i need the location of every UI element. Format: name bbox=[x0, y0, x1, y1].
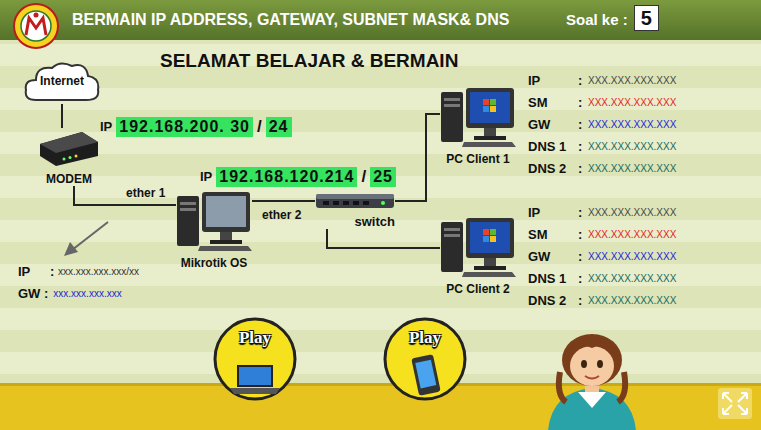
field-colon: : bbox=[578, 73, 582, 89]
field-name: DNS 2 bbox=[528, 161, 566, 177]
field-name: SM bbox=[528, 95, 548, 111]
node-label: Play bbox=[382, 316, 468, 348]
play-button: Play bbox=[212, 316, 298, 402]
band-edge bbox=[0, 383, 761, 386]
fullscreen-icon bbox=[718, 388, 752, 419]
prefix-slash: / bbox=[361, 167, 366, 187]
client-computer: PC Client 1 bbox=[440, 86, 516, 166]
ip-value: 192.168.200. 30 bbox=[116, 117, 253, 137]
question-number: 5 bbox=[634, 5, 659, 31]
field-colon: : bbox=[578, 227, 582, 243]
network-cable bbox=[395, 114, 440, 201]
field-value: XXX.XXX.XXX.XXX bbox=[588, 97, 676, 109]
field-name: IP bbox=[100, 119, 112, 135]
sw-icon bbox=[315, 192, 395, 214]
girl-character bbox=[548, 334, 636, 430]
field-name: GW bbox=[528, 117, 550, 133]
field-value: XXX.XXX.XXX.XXX bbox=[588, 229, 676, 241]
field-name: DNS 2 bbox=[528, 293, 566, 309]
field-value: XXX.XXX.XXX.XXX bbox=[588, 295, 676, 307]
port-name: ether 1 bbox=[126, 186, 165, 200]
field-value: XXX.XXX.XXX.XXX bbox=[588, 207, 676, 219]
field-colon: : bbox=[50, 264, 54, 280]
mik-icon bbox=[176, 190, 252, 256]
ip-value: 192.168.120.214 bbox=[216, 167, 357, 187]
field-colon: : bbox=[578, 95, 582, 111]
field-name: IP bbox=[528, 205, 540, 221]
field-name: GW bbox=[528, 249, 550, 265]
field-value: XXX.XXX.XXX.XXX bbox=[588, 141, 676, 153]
node-label: PC Client 1 bbox=[440, 152, 516, 166]
client-computer: PC Client 2 bbox=[440, 216, 516, 296]
field-name: SM bbox=[528, 227, 548, 243]
network-cable bbox=[252, 200, 315, 202]
field-name: IP bbox=[200, 169, 212, 185]
prefix-value: 24 bbox=[266, 117, 292, 137]
title-text: BERMAIN IP ADDRESS, GATEWAY, SUBNET MASK… bbox=[72, 10, 509, 29]
field-value: XXX.XXX.XXX.XXX bbox=[588, 75, 676, 87]
field-value: xxx.xxx.xxx.xxx/xx bbox=[58, 266, 139, 278]
router-computer: Mikrotik OS bbox=[176, 190, 252, 270]
field-colon: : bbox=[578, 249, 582, 265]
field-name: IP bbox=[18, 264, 30, 280]
node-label: Play bbox=[212, 316, 298, 348]
field-value: XXX.XXX.XXX.XXX bbox=[588, 273, 676, 285]
network-switch: switch bbox=[315, 192, 395, 229]
field-colon: : bbox=[578, 161, 582, 177]
field-colon: : bbox=[578, 139, 582, 155]
field-value: xxx.xxx.xxx.xxx bbox=[53, 288, 121, 300]
node-label: switch bbox=[315, 214, 395, 229]
field-name: GW : bbox=[18, 286, 48, 302]
question-label: Soal ke : bbox=[566, 11, 628, 29]
field-value: XXX.XXX.XXX.XXX bbox=[588, 163, 676, 175]
network-cable bbox=[327, 229, 440, 248]
node-label: MODEM bbox=[38, 172, 100, 186]
internet-cloud: Internet bbox=[22, 60, 102, 104]
port-name: ether 2 bbox=[262, 208, 301, 222]
field-value: XXX.XXX.XXX.XXX bbox=[588, 251, 676, 263]
field-colon: : bbox=[578, 271, 582, 287]
field-name: DNS 1 bbox=[528, 271, 566, 287]
field-value: XXX.XXX.XXX.XXX bbox=[588, 119, 676, 131]
node-label: Internet bbox=[22, 60, 102, 88]
pc-icon bbox=[440, 86, 516, 152]
field-colon: : bbox=[578, 293, 582, 309]
modem-icon bbox=[38, 128, 100, 172]
field-colon: : bbox=[578, 117, 582, 133]
node-label: PC Client 2 bbox=[440, 282, 516, 296]
field-colon: : bbox=[578, 205, 582, 221]
node-label: Mikrotik OS bbox=[176, 256, 252, 270]
network-cable bbox=[74, 186, 176, 205]
header-bar bbox=[0, 0, 761, 40]
modem-device: MODEM bbox=[38, 128, 100, 186]
play-button: Play bbox=[382, 316, 468, 402]
school-logo bbox=[14, 4, 58, 48]
bottom-band bbox=[0, 385, 761, 430]
network-cable bbox=[61, 104, 63, 128]
field-name: DNS 1 bbox=[528, 139, 566, 155]
prefix-value: 25 bbox=[370, 167, 396, 187]
subtitle-text: SELAMAT BELAJAR & BERMAIN bbox=[160, 50, 458, 73]
pc-icon bbox=[440, 216, 516, 282]
leader-arrow bbox=[64, 222, 108, 256]
field-name: IP bbox=[528, 73, 540, 89]
prefix-slash: / bbox=[257, 117, 262, 137]
